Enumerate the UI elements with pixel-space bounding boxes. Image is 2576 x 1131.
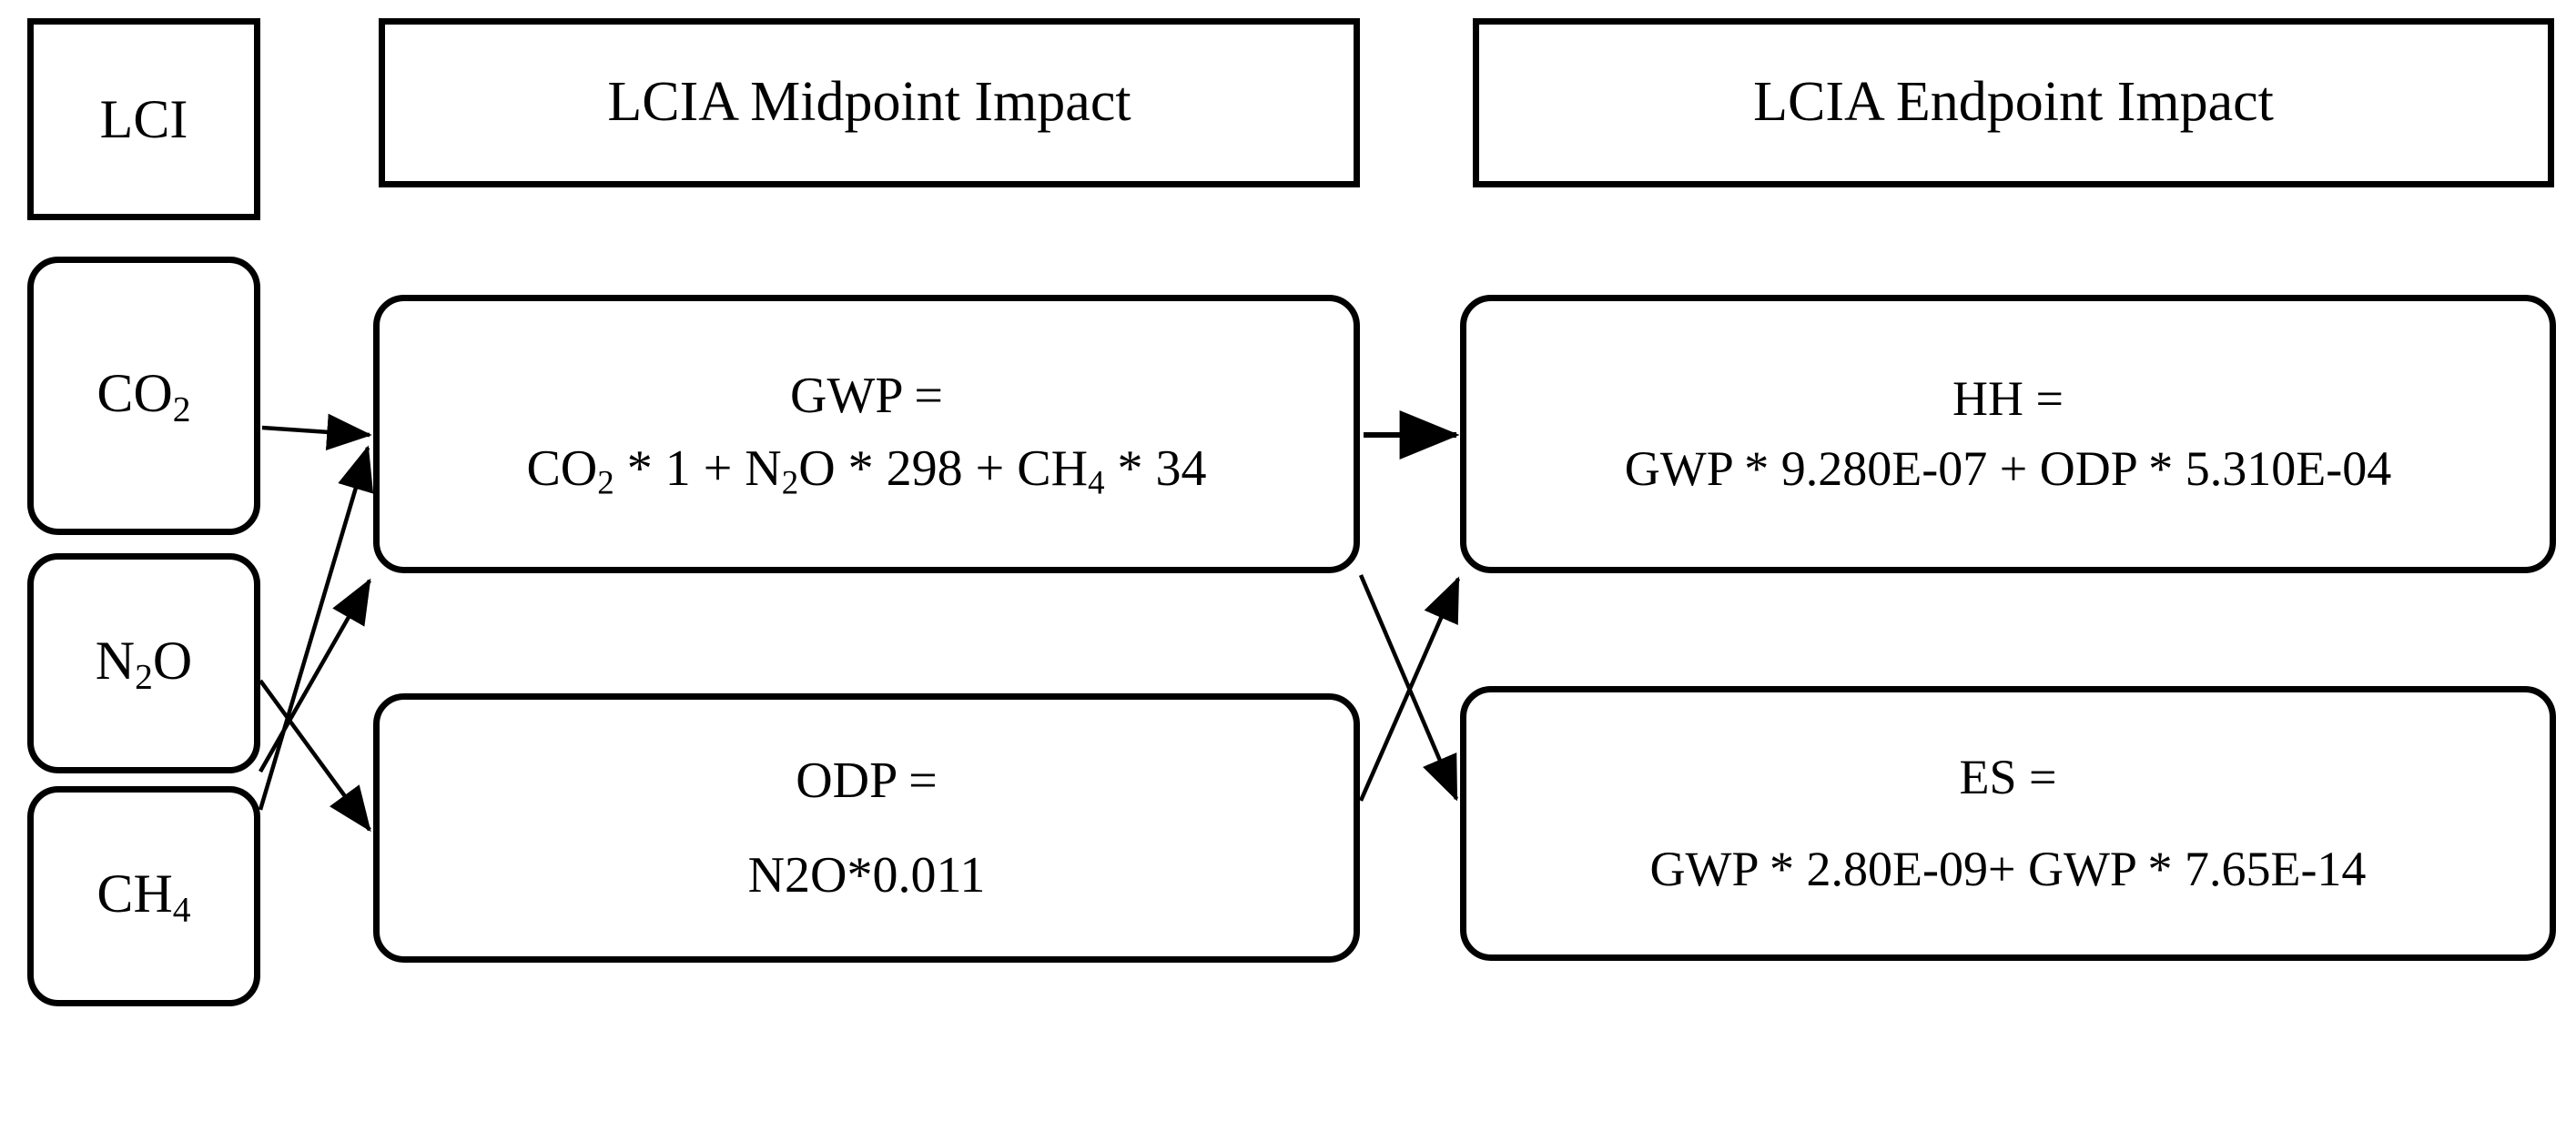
lci-n2o-formula-o: O	[152, 631, 193, 692]
lci-co2-formula-sub: 2	[172, 389, 191, 429]
edge-n2o-to-gwp	[259, 578, 371, 773]
lci-co2-formula-main: CO	[96, 363, 173, 424]
header-lcia-endpoint-label: LCIA Endpoint Impact	[1753, 71, 2274, 134]
midpoint-gwp-title: GWP =	[790, 368, 943, 425]
header-lci-label: LCI	[99, 88, 188, 149]
endpoint-es-equation: GWP * 2.80E-09+ GWP * 7.65E-14	[1649, 842, 2367, 896]
lci-node-n2o: N2O	[27, 553, 260, 773]
gwp-eq-p1-sub: 2	[597, 463, 614, 501]
edge-n2o-to-odp	[259, 679, 371, 833]
edge-co2-to-gwp	[261, 413, 372, 451]
edge-odp-to-hh	[1358, 576, 1461, 802]
header-lcia-midpoint-label: LCIA Midpoint Impact	[607, 71, 1131, 134]
lci-ch4-formula-sub: 4	[172, 889, 191, 930]
lci-node-ch4-label: CH4	[34, 860, 254, 933]
header-lcia-endpoint: LCIA Endpoint Impact	[1473, 18, 2554, 187]
gwp-eq-p2: * 1 + N	[614, 440, 782, 498]
gwp-eq-p3: O * 298 + CH	[798, 440, 1089, 498]
header-lci: LCI	[27, 18, 260, 220]
midpoint-gwp-equation: CO2 * 1 + N2O * 298 + CH4 * 34	[394, 437, 1339, 504]
lci-node-co2: CO2	[27, 257, 260, 535]
gwp-eq-p2-sub: 2	[781, 463, 799, 501]
lci-n2o-formula-n: N	[95, 631, 136, 692]
endpoint-node-es: ES = GWP * 2.80E-09+ GWP * 7.65E-14	[1460, 686, 2556, 961]
midpoint-node-gwp: GWP = CO2 * 1 + N2O * 298 + CH4 * 34	[373, 295, 1360, 573]
midpoint-odp-equation: N2O*0.011	[747, 847, 986, 904]
midpoint-odp-title: ODP =	[796, 752, 938, 809]
gwp-eq-p4: * 34	[1104, 440, 1207, 498]
gwp-eq-p1: CO	[526, 440, 598, 498]
lci-node-co2-label: CO2	[34, 359, 254, 432]
gwp-eq-p3-sub: 4	[1088, 463, 1105, 501]
spacer	[394, 813, 1339, 843]
lci-node-n2o-label: N2O	[34, 627, 254, 700]
spacer	[394, 428, 1339, 437]
endpoint-hh-equation: GWP * 9.280E-07 + ODP * 5.310E-04	[1624, 441, 2392, 496]
spacer	[1481, 429, 2535, 439]
header-lcia-midpoint: LCIA Midpoint Impact	[379, 18, 1360, 187]
midpoint-node-odp: ODP = N2O*0.011	[373, 693, 1360, 963]
endpoint-es-title: ES =	[1959, 749, 2057, 804]
lci-n2o-formula-sub: 2	[135, 656, 153, 697]
endpoint-node-hh: HH = GWP * 9.280E-07 + ODP * 5.310E-04	[1460, 295, 2556, 573]
spacer	[1481, 808, 2535, 839]
edge-ch4-to-gwp	[258, 445, 374, 811]
endpoint-hh-title: HH =	[1952, 370, 2064, 426]
lci-node-ch4: CH4	[27, 786, 260, 1006]
lci-ch4-formula-main: CH	[96, 863, 173, 924]
